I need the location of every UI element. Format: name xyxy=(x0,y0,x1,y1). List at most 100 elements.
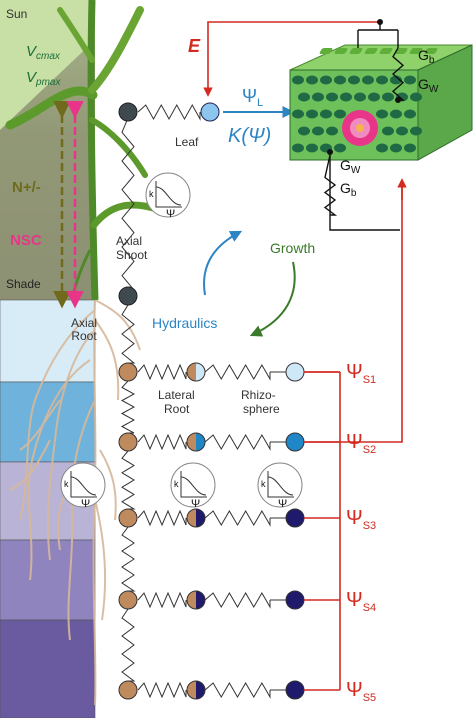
mesophyll-cell xyxy=(354,92,366,102)
axial-shoot-resistor xyxy=(121,117,136,291)
root-system xyxy=(9,299,141,706)
mesophyll-cell xyxy=(376,109,388,119)
root-soil-interface-node xyxy=(186,362,206,382)
mesophyll-cell xyxy=(376,75,388,85)
soil-layers xyxy=(0,299,96,718)
soil-node xyxy=(285,432,305,452)
mesophyll-cell xyxy=(298,92,310,102)
leaf-node xyxy=(200,102,220,122)
nsc-label: NSC xyxy=(10,232,42,249)
gb-top-label: Gb xyxy=(418,47,435,66)
soil-node xyxy=(285,508,305,528)
soil-layer xyxy=(0,539,96,621)
svg-text:k: k xyxy=(64,479,69,489)
axial-root-resistor xyxy=(121,526,136,592)
mesophyll-cell xyxy=(362,75,374,85)
vpmax-label: Vpmax xyxy=(26,69,61,88)
mesophyll-cell xyxy=(292,109,304,119)
epidermis-cell xyxy=(334,48,348,54)
rhizosphere-resistor xyxy=(204,364,271,381)
mesophyll-cell xyxy=(306,143,318,153)
mesophyll-cell xyxy=(396,126,408,136)
axial-root-node xyxy=(118,508,138,528)
epidermis-cell xyxy=(409,48,423,54)
mesophyll-cell xyxy=(348,75,360,85)
stem-node-top xyxy=(118,102,138,122)
axial-root-node xyxy=(118,590,138,610)
mesophyll-cell xyxy=(306,75,318,85)
rhizosphere-resistor xyxy=(204,510,271,527)
vcmax-label: Vcmax xyxy=(26,43,61,62)
epidermis-cell xyxy=(424,48,438,54)
mesophyll-cell xyxy=(312,92,324,102)
circuit-node-top xyxy=(377,19,383,25)
lateral-root-resistor xyxy=(137,591,187,609)
rhizosphere-resistor xyxy=(204,592,271,609)
axial-root-node xyxy=(118,432,138,452)
stomatal-circuit-bottom xyxy=(329,155,400,231)
mesophyll-cell xyxy=(390,109,402,119)
growth-arrow xyxy=(249,261,296,337)
mesophyll-cell xyxy=(410,92,422,102)
soil-node xyxy=(285,362,305,382)
mesophyll-cell xyxy=(390,75,402,85)
mesophyll-cell xyxy=(334,143,346,153)
root-soil-interface-node xyxy=(186,508,206,528)
svg-text:Ψ: Ψ xyxy=(278,498,287,510)
mesophyll-cell xyxy=(292,143,304,153)
leaf-cross-section xyxy=(289,44,473,161)
transpiration-label: E xyxy=(188,36,201,56)
axial-root-resistor xyxy=(121,450,136,510)
mesophyll-cell xyxy=(376,143,388,153)
root-soil-interface-node xyxy=(186,590,206,610)
leaf-label: Leaf xyxy=(175,135,199,149)
mesophyll-cell xyxy=(404,75,416,85)
rhizosphere-label: Rhizo-sphere xyxy=(241,388,280,416)
lateral-root-resistor xyxy=(137,433,187,451)
soil-water-potential-label: ΨS1 xyxy=(346,361,376,386)
mesophyll-cell xyxy=(320,75,332,85)
mesophyll-cell xyxy=(368,92,380,102)
axial-root-node xyxy=(118,680,138,700)
mesophyll-cell xyxy=(334,75,346,85)
mesophyll-cell xyxy=(404,109,416,119)
lateral-root-resistor xyxy=(137,363,187,381)
gw-top-label: GW xyxy=(418,76,439,95)
stomatal-circuit-top xyxy=(357,22,399,48)
svg-text:k: k xyxy=(174,479,179,489)
lateral-root-resistor xyxy=(137,509,187,527)
svg-text:k: k xyxy=(149,189,154,199)
axial-root-resistor xyxy=(121,304,136,364)
leaf-resistor xyxy=(137,103,201,121)
soil-layer xyxy=(0,381,96,463)
vulnerability-curve-icon: kΨ xyxy=(60,462,106,510)
epidermis-cell xyxy=(319,48,333,54)
stem-node-base xyxy=(118,286,138,306)
boundary-resistor-top xyxy=(391,47,405,101)
conductance-function-label: K(Ψ) xyxy=(228,125,271,147)
soil-water-potential-label: ΨS2 xyxy=(346,431,376,456)
soil-water-potential-label: ΨS4 xyxy=(346,589,376,614)
vulnerability-curve-icon: kΨ xyxy=(170,462,216,510)
gb-low-label: Gb xyxy=(340,180,357,199)
root-soil-interface-node xyxy=(186,432,206,452)
hydraulic-network xyxy=(118,102,305,700)
mesophyll-cell xyxy=(320,109,332,119)
soil-node xyxy=(285,590,305,610)
axial-root-resistor xyxy=(121,608,136,682)
sun-label: Sun xyxy=(6,7,27,21)
svg-text:Ψ: Ψ xyxy=(191,498,200,510)
soil-node xyxy=(285,680,305,700)
soil-layer xyxy=(0,619,96,718)
mesophyll-cell xyxy=(306,109,318,119)
hydraulics-arrow xyxy=(203,230,243,296)
mesophyll-cell xyxy=(326,92,338,102)
gw-low-label: GW xyxy=(340,157,361,176)
boundary-resistor-bottom xyxy=(323,154,338,216)
mesophyll-cell xyxy=(382,126,394,136)
mesophyll-cell xyxy=(390,143,402,153)
hydraulics-label: Hydraulics xyxy=(152,315,217,331)
svg-text:k: k xyxy=(261,479,266,489)
